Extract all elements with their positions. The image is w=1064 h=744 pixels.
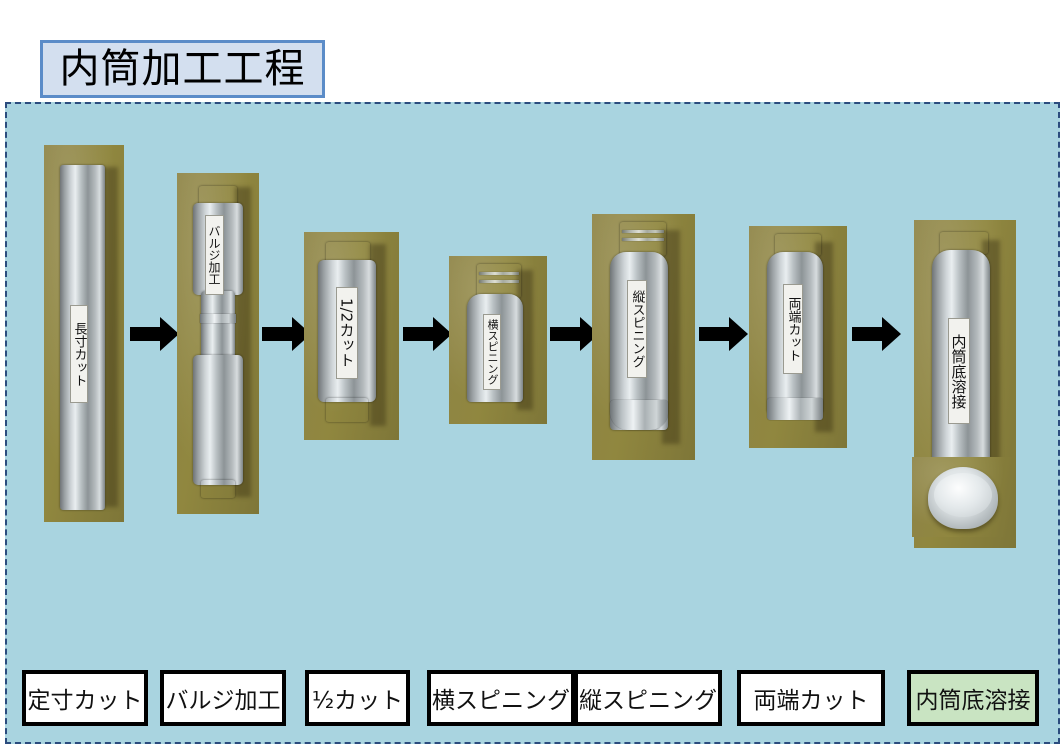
flow-arrow-3	[403, 317, 452, 351]
photo-shadow-1	[104, 167, 118, 507]
process-photo-7-closeup	[912, 457, 1015, 537]
workpiece-thread2-4	[479, 280, 519, 283]
photo-caption-2: バルジ加工	[205, 215, 224, 295]
arrow-right-icon	[262, 317, 311, 351]
process-photo-6: 両端カット	[749, 226, 847, 448]
photo-caption-1: 長寸カット	[70, 305, 88, 403]
arrow-right-icon	[130, 317, 179, 351]
step-label-4[interactable]: 横スピニング	[427, 670, 575, 726]
flow-arrow-4	[550, 317, 599, 351]
photo-caption-3: 1/2カット	[336, 287, 358, 379]
photo-caption-6: 両端カット	[783, 284, 803, 374]
process-photo-5: 縦スピニング	[592, 214, 695, 460]
workpiece-base-5	[610, 400, 668, 430]
workpiece-foot-2	[201, 480, 235, 498]
step-label-1[interactable]: 定寸カット	[22, 670, 148, 726]
process-photo-4: 横スピニング	[449, 256, 547, 424]
page-title: 内筒加工工程	[59, 46, 306, 92]
flow-arrow-2	[262, 317, 311, 351]
arrow-right-icon	[699, 317, 748, 351]
process-photo-1: 長寸カット	[44, 145, 124, 522]
workpiece-thread2-5	[622, 238, 664, 241]
workpiece-ring-2	[200, 314, 236, 323]
photo-caption-4: 横スピニング	[483, 314, 501, 390]
step-label-3[interactable]: ½カット	[305, 670, 410, 726]
photo-caption-7: 内筒底溶接	[948, 318, 970, 424]
workpiece-neck-2	[201, 291, 235, 361]
arrow-right-icon	[403, 317, 452, 351]
flow-arrow-6	[852, 317, 901, 351]
arrow-right-icon	[550, 317, 599, 351]
workpiece-foot-3	[326, 398, 368, 422]
process-photo-3: 1/2カット	[304, 232, 399, 440]
step-label-7[interactable]: 内筒底溶接	[907, 670, 1039, 726]
flow-arrow-5	[699, 317, 748, 351]
photo-caption-5: 縦スピニング	[627, 280, 647, 378]
process-photo-2: バルジ加工	[177, 173, 259, 514]
workpiece-thread-5	[622, 230, 664, 233]
step-label-5[interactable]: 縦スピニング	[574, 670, 722, 726]
process-flow-panel: 長寸カット バルジ加工	[5, 102, 1060, 744]
arrow-right-icon	[852, 317, 901, 351]
workpiece-base-6	[767, 398, 823, 420]
workpiece-thread-4	[479, 272, 519, 275]
bottom-cap-rim	[934, 473, 992, 517]
flow-arrow-1	[130, 317, 179, 351]
workpiece-bulge-lower-2	[193, 355, 243, 485]
page-title-box: 内筒加工工程	[40, 40, 325, 98]
step-label-2[interactable]: バルジ加工	[160, 670, 286, 726]
step-label-6[interactable]: 両端カット	[737, 670, 885, 726]
